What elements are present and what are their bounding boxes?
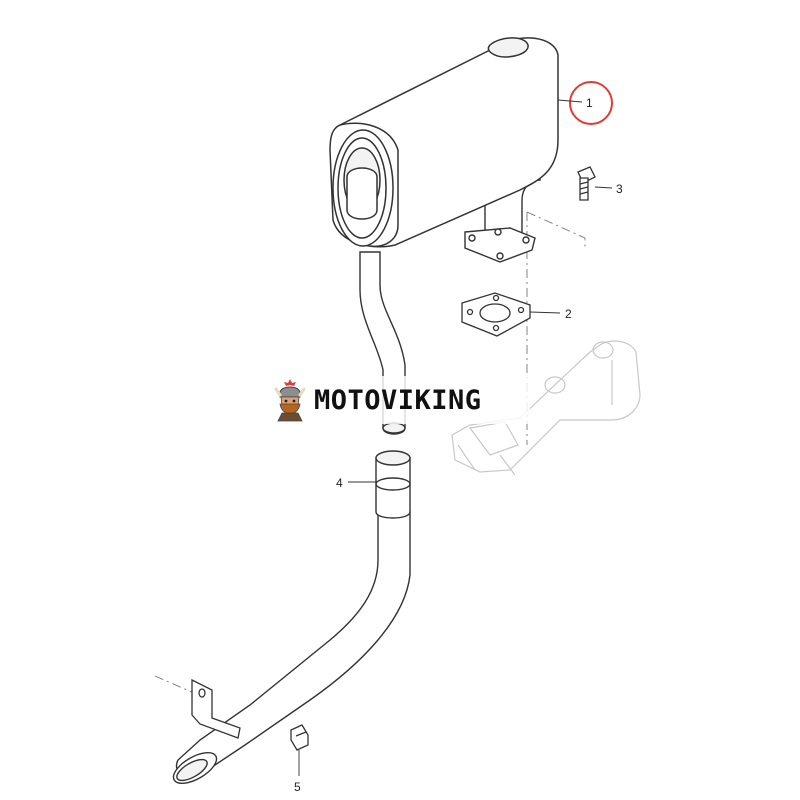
callout-2: 2: [565, 307, 572, 321]
callout-1: 1: [586, 96, 593, 110]
pipe-clamp-part-4: [375, 450, 411, 519]
watermark-banner: MOTOVIKING: [262, 376, 530, 424]
viking-mascot-icon: [274, 379, 306, 422]
callout-4: 4: [336, 476, 343, 490]
tailpipe: [172, 511, 411, 785]
leader-lines: [298, 99, 613, 776]
muffler-part-1: [329, 37, 559, 248]
callout-3: 3: [616, 182, 623, 196]
tailpipe-bracket: [191, 678, 241, 739]
bolt-part-3: [577, 166, 596, 201]
exhaust-manifold-background: [451, 340, 641, 476]
callout-5: 5: [294, 780, 301, 794]
bolt-part-5: [290, 724, 309, 751]
highlight-circle: [569, 81, 613, 125]
gasket-part-2: [461, 292, 531, 337]
watermark-text: MOTOVIKING: [314, 384, 482, 416]
